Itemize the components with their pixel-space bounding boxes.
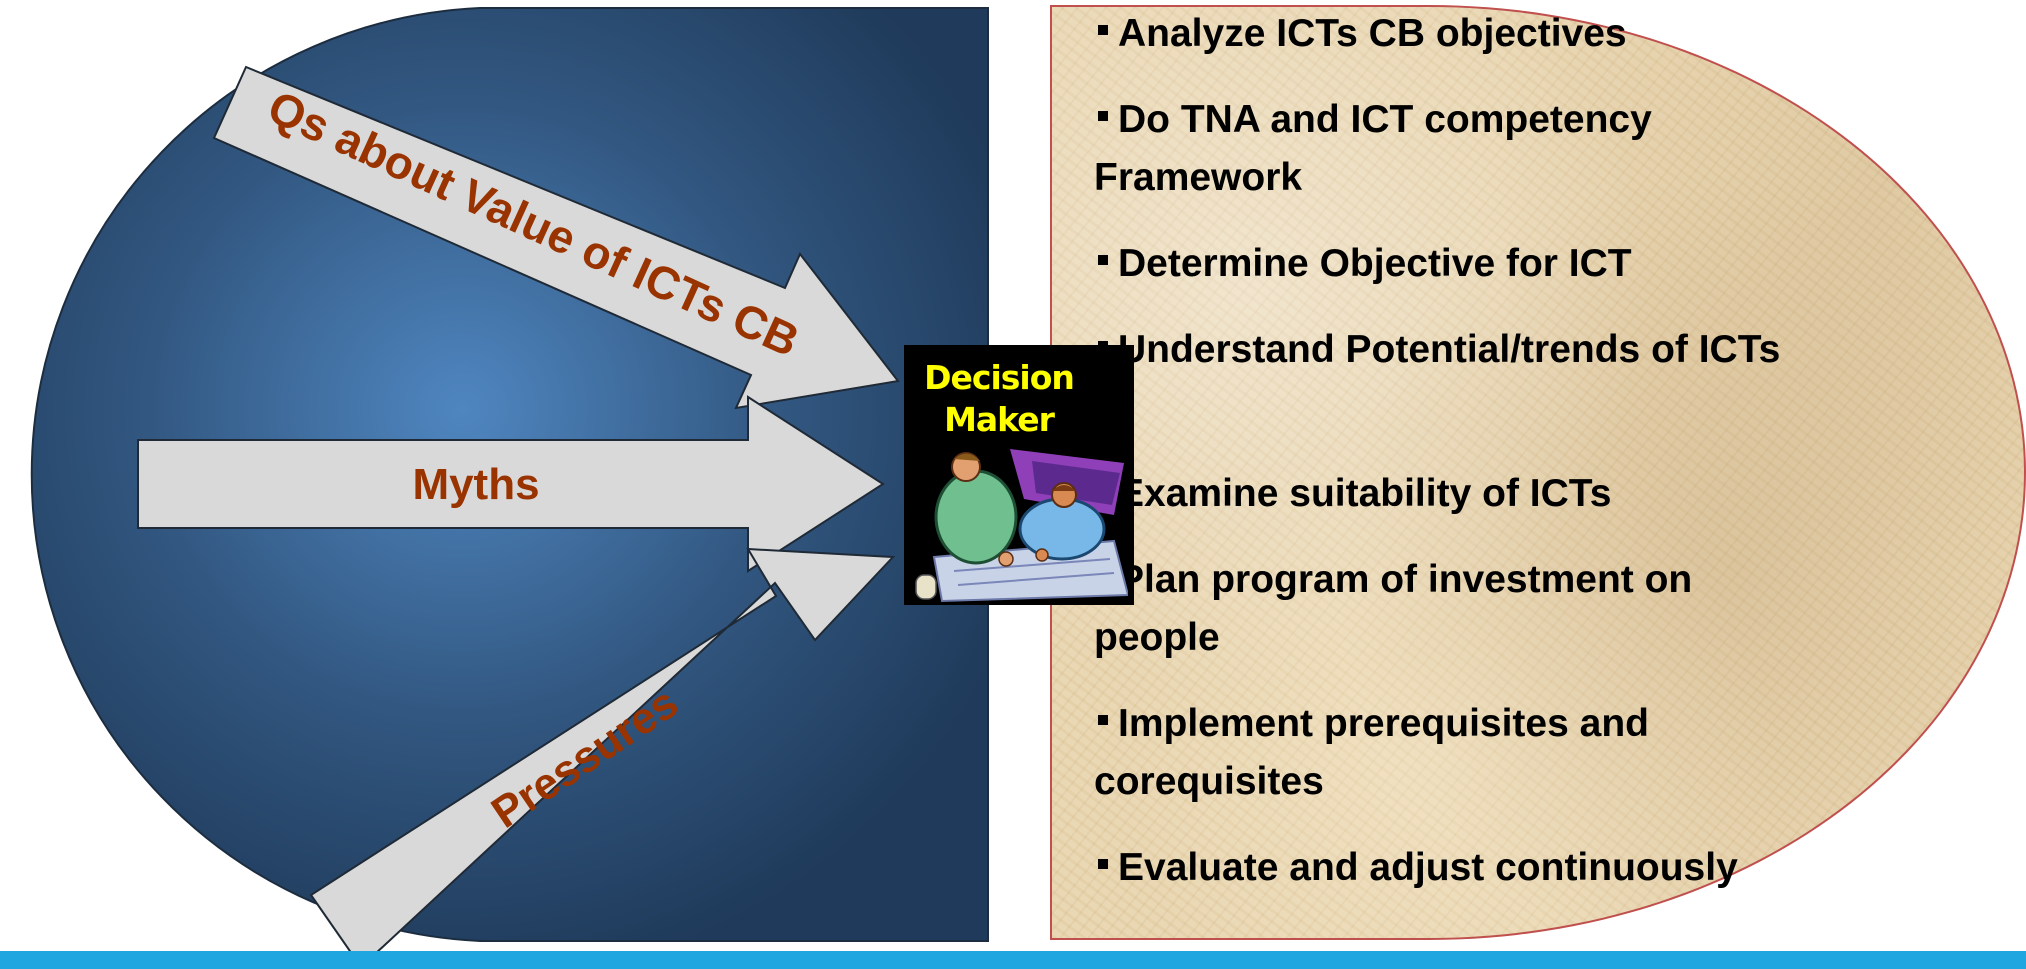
step-analyze-objectives: Analyze ICTs CB objectives [1094,5,1794,63]
step-plan-investment: Plan program of investment on people [1094,551,1794,667]
step-understand-potential: Understand Potential/trends of ICTs [1094,321,1794,379]
step-text: Analyze ICTs CB objectives [1118,12,1627,55]
step-examine-suitability: Examine suitability of ICTs [1094,465,1794,523]
step-tna-framework: Do TNA and ICT competency Framework [1094,91,1794,207]
decision-maker-label-line1: Decision [924,358,1075,397]
bottom-accent-bar [0,951,2026,969]
step-text: Do TNA and ICT competency Framework [1094,98,1652,199]
step-text: Evaluate and adjust continuously [1118,846,1738,889]
decision-steps-panel [1050,5,2026,940]
decision-maker-label-line2: Maker [944,400,1055,439]
step-implement-prerequisites: Implement prerequisites and corequisites [1094,695,1794,811]
step-evaluate-adjust: Evaluate and adjust continuously [1094,839,1794,897]
step-text: Plan program of investment on people [1094,558,1693,659]
square-bullet-icon [1098,714,1108,725]
step-text: Understand Potential/trends of ICTs [1118,328,1781,371]
decision-maker-box: Decision Maker [904,345,1134,605]
step-determine-objective: Determine Objective for ICT [1094,235,1794,293]
myths-arrow-label: Myths [412,460,539,509]
step-text: Examine suitability of ICTs [1118,472,1612,515]
square-bullet-icon [1098,24,1108,35]
square-bullet-icon [1098,858,1108,869]
square-bullet-icon [1098,110,1108,121]
decision-maker-label: Decision Maker [904,357,1094,441]
step-text: Implement prerequisites and corequisites [1094,702,1649,803]
people-planning-clipart-icon [914,445,1128,603]
square-bullet-icon [1098,254,1108,265]
step-text: Determine Objective for ICT [1118,242,1632,285]
input-factors-diagram: Qs about Value of ICTs CB Myths Pressure… [30,7,989,969]
myths-arrow: Myths [137,395,885,573]
